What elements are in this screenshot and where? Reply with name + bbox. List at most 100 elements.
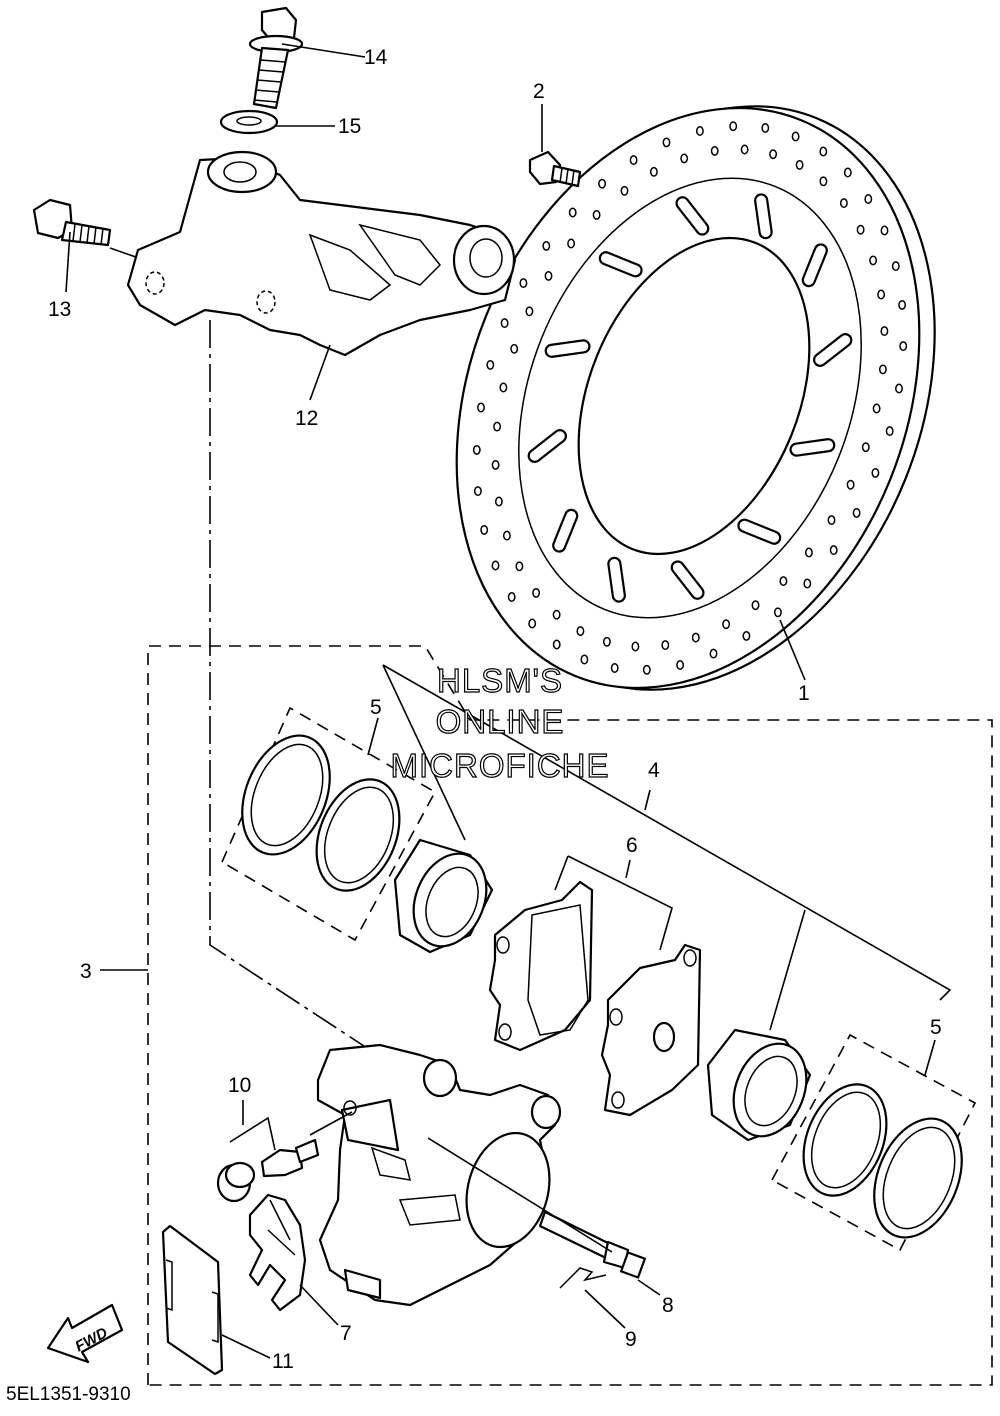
disc-hole — [861, 442, 870, 453]
disc-hole — [661, 640, 670, 651]
disc-hole — [852, 507, 861, 518]
mounting-centerline — [209, 320, 371, 1051]
disc-hole — [631, 641, 640, 652]
disc-hole — [895, 383, 903, 394]
disc-hole — [629, 155, 638, 166]
disc-hole — [568, 207, 577, 218]
watermark-line-2: ONLINE — [436, 703, 565, 740]
disc-hole — [662, 137, 671, 148]
callout-9: 9 — [625, 1328, 637, 1351]
disc-slot — [552, 508, 579, 553]
disc-hole — [502, 530, 511, 541]
disc-hole — [742, 630, 751, 641]
disc-hole — [515, 561, 524, 572]
disc-hole — [695, 126, 704, 136]
disc-hole — [885, 426, 894, 437]
disc-hole — [843, 167, 852, 178]
disc-hole — [710, 145, 719, 156]
brake-pad-rear — [600, 943, 702, 1117]
bolt-14 — [248, 6, 304, 110]
disc-hole — [795, 159, 804, 170]
disc-hole — [761, 123, 770, 133]
piston-right — [706, 1028, 812, 1142]
disc-hole — [680, 153, 689, 164]
disc-hole — [880, 225, 889, 236]
disc-hole — [472, 444, 481, 455]
disc-hole — [773, 607, 782, 618]
disc-hole — [676, 660, 685, 670]
disc-hole — [709, 648, 718, 659]
disc-hole — [839, 198, 848, 209]
disc-hole — [493, 421, 502, 432]
disc-hole — [649, 166, 658, 177]
disc-hole — [779, 576, 788, 587]
disc-hole — [751, 600, 760, 611]
callout-3: 3 — [80, 960, 92, 983]
disc-hole — [525, 306, 534, 317]
disc-slot — [675, 196, 710, 236]
disc-hole — [494, 496, 503, 507]
disc-vent-holes — [472, 121, 908, 675]
callout-2: 2 — [533, 80, 545, 103]
disc-hole — [642, 664, 651, 675]
disc-hole — [891, 261, 900, 272]
disc-slot — [801, 243, 828, 288]
disc-hole — [477, 402, 485, 413]
disc-hole — [532, 587, 541, 598]
washer-15 — [219, 109, 279, 135]
seal-rings-left — [241, 734, 401, 892]
disc-slot — [607, 556, 626, 603]
disc-hole — [576, 626, 585, 637]
callout-13: 13 — [48, 298, 71, 321]
brake-disc — [455, 105, 936, 691]
disc-hole — [804, 547, 813, 558]
disc-hole — [898, 299, 907, 310]
disc-slot — [598, 251, 643, 278]
callout-12: 12 — [295, 407, 318, 430]
disc-hole — [871, 467, 880, 478]
callout-8: 8 — [662, 1294, 674, 1317]
disc-hole — [864, 194, 873, 204]
disc-hole — [819, 176, 828, 187]
disc-hole — [552, 639, 561, 650]
seal-rings-right — [802, 1083, 963, 1239]
callout-4: 4 — [648, 759, 660, 782]
disc-slot — [754, 193, 773, 240]
disc-hole — [473, 486, 482, 497]
disc-hole — [877, 289, 886, 300]
disc-slot — [670, 560, 705, 600]
disc-hole — [542, 240, 551, 251]
disc-slot — [737, 518, 782, 545]
callout-5b: 5 — [930, 1016, 942, 1039]
disc-hole — [740, 144, 749, 155]
disc-hole — [610, 663, 619, 673]
disc-hole — [722, 619, 731, 630]
disc-hole — [899, 341, 908, 352]
pin-clip — [559, 1267, 607, 1289]
brake-pad-front — [488, 880, 594, 1052]
caliper-body — [316, 1043, 562, 1307]
bolt-13 — [32, 198, 112, 247]
disc-hole — [528, 618, 537, 629]
disc-hole — [872, 403, 881, 414]
callout-15: 15 — [338, 115, 361, 138]
forward-direction-arrow: FWD — [46, 1303, 124, 1364]
disc-hole — [846, 479, 855, 490]
disc-hole — [500, 318, 509, 329]
disc-hole — [691, 632, 700, 643]
seal-kit-right-boundary — [770, 1033, 977, 1252]
reference-code: 5EL1351-9310 — [6, 1384, 131, 1405]
pad-shim-plate — [161, 1224, 224, 1376]
disc-slot — [812, 333, 853, 367]
callout-10: 10 — [228, 1074, 251, 1097]
piston-left — [393, 838, 494, 954]
disc-hole — [819, 146, 828, 157]
disc-hole — [491, 459, 500, 470]
disc-hole — [592, 209, 601, 220]
watermark-line-1: HLSM'S — [437, 662, 563, 699]
disc-hole — [803, 578, 812, 589]
disc-slot — [789, 438, 836, 457]
disc-hole — [486, 359, 495, 370]
